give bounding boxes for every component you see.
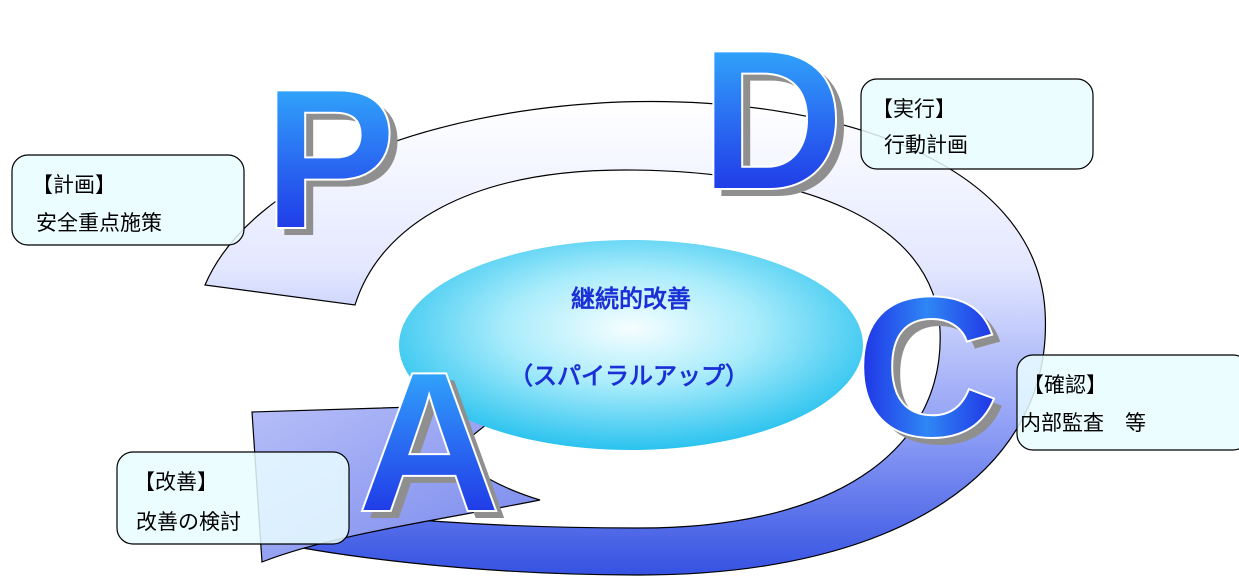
letter-c: C C <box>854 255 1007 486</box>
center-ellipse <box>399 240 863 450</box>
callout-act-title: 【改善】 <box>134 470 218 494</box>
callout-check-body: 内部監査 等 <box>1020 411 1146 435</box>
callout-act-body: 改善の検討 <box>136 510 241 534</box>
svg-text:C: C <box>863 263 1007 486</box>
callout-plan: 【計画】 安全重点施策 <box>11 154 245 246</box>
callout-plan-title: 【計画】 <box>32 173 116 197</box>
svg-text:A: A <box>365 338 509 561</box>
callout-do: 【実行】 行動計画 <box>860 78 1094 170</box>
svg-text:D: D <box>700 9 844 232</box>
svg-text:P: P <box>271 55 404 278</box>
callout-check-title: 【確認】 <box>1023 373 1107 397</box>
svg-text:P: P <box>263 48 396 271</box>
callout-do-body: 行動計画 <box>884 133 968 157</box>
center-label-line2: （スパイラルアップ） <box>509 362 749 390</box>
center-label-line1: 継続的改善 <box>571 285 691 313</box>
callout-plan-body: 安全重点施策 <box>36 211 162 235</box>
letter-d: D D <box>699 8 852 239</box>
svg-text:D: D <box>708 16 852 239</box>
callout-check: 【確認】 内部監査 等 <box>1016 354 1239 451</box>
callout-act: 【改善】 改善の検討 <box>116 451 350 545</box>
letter-p: P P <box>262 47 404 278</box>
letter-a: A A <box>356 330 509 561</box>
svg-text:C: C <box>855 256 999 479</box>
callout-do-title: 【実行】 <box>872 97 956 121</box>
svg-text:A: A <box>357 331 501 554</box>
